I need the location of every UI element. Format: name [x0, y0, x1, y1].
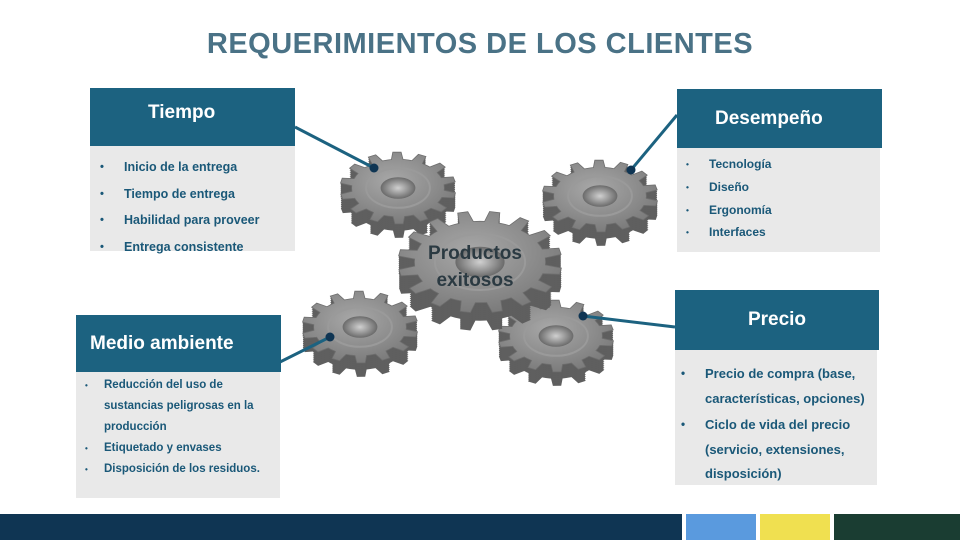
footer-bar-yellow	[760, 514, 830, 540]
medio-ambiente-header: Medio ambiente	[76, 315, 281, 372]
page-title: REQUERIMIENTOS DE LOS CLIENTES	[206, 28, 754, 60]
list-item: Etiquetado y envases	[76, 438, 280, 459]
footer-bar-blue	[686, 514, 756, 540]
list-item: Entrega consistente	[90, 234, 295, 261]
connector-precio-dot	[578, 311, 588, 321]
gear-top-right	[541, 159, 659, 246]
connector-medio-ambiente	[279, 335, 331, 364]
medio-ambiente-list: Reducción del uso de sustancias peligros…	[76, 372, 280, 498]
connector-tiempo	[294, 125, 375, 170]
list-item: Disposición de los residuos.	[76, 459, 280, 480]
connector-desempeno-dot	[626, 165, 636, 175]
desempeno-header: Desempeño	[677, 89, 882, 148]
list-item: Ergonomía	[677, 199, 880, 222]
tiempo-header: Tiempo	[90, 88, 295, 146]
gear-center	[398, 211, 562, 331]
gear-bottom-right	[497, 299, 615, 386]
center-label: Productos exitosos	[400, 240, 550, 294]
list-item: Tiempo de entrega	[90, 181, 295, 208]
tiempo-header-label: Tiempo	[148, 102, 216, 123]
footer-bar-navy	[0, 514, 682, 540]
gear-bottom-left	[301, 290, 419, 377]
list-item: Habilidad para proveer	[90, 207, 295, 234]
list-item: Interfaces	[677, 221, 880, 244]
connector-tiempo-dot	[369, 163, 379, 173]
connector-desempeno	[629, 114, 679, 171]
center-label-line1: Productos	[428, 243, 522, 264]
list-item: Precio de compra (base, características,…	[675, 362, 877, 411]
gear-top-left	[339, 151, 457, 238]
medio-ambiente-header-label: Medio ambiente	[90, 332, 234, 354]
connector-precio	[582, 314, 676, 329]
center-label-line2: exitosos	[436, 270, 514, 291]
precio-list: Precio de compra (base, características,…	[675, 350, 877, 485]
list-item: Inicio de la entrega	[90, 154, 295, 181]
list-item: Ciclo de vida del precio (servicio, exte…	[675, 413, 877, 487]
precio-header: Precio	[675, 290, 879, 350]
tiempo-list: Inicio de la entrega Tiempo de entrega H…	[90, 146, 295, 260]
connector-medio-ambiente-dot	[325, 332, 335, 342]
desempeno-header-label: Desempeño	[715, 107, 823, 129]
list-item: Reducción del uso de sustancias peligros…	[76, 375, 280, 438]
list-item: Diseño	[677, 176, 880, 199]
desempeno-list: Tecnología Diseño Ergonomía Interfaces	[677, 148, 880, 252]
footer-bar-green	[834, 514, 960, 540]
precio-header-label: Precio	[747, 309, 807, 330]
list-item: Tecnología	[677, 153, 880, 176]
